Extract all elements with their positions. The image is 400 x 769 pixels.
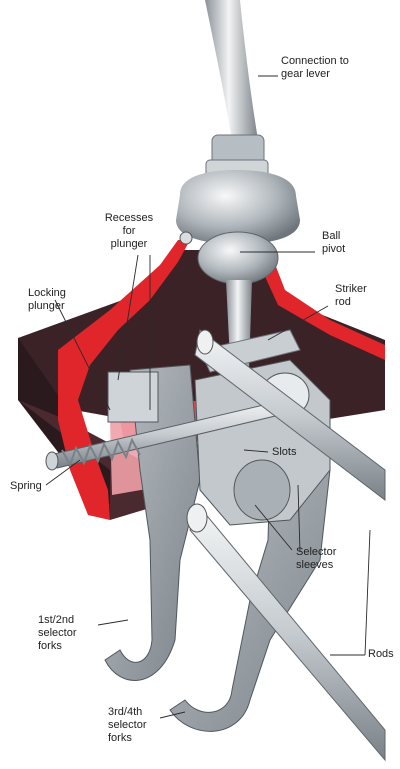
dome-cover <box>176 170 300 244</box>
leader-fork12 <box>97 619 129 626</box>
label-selector-sleeves: Selector sleeves <box>296 546 337 571</box>
leader-slots <box>243 449 269 453</box>
fork-1st-2nd <box>104 364 201 681</box>
ball-pivot <box>197 231 279 285</box>
locking-plunger <box>45 399 293 471</box>
leader-lines <box>45 75 371 719</box>
label-1st-2nd-selector-forks: 1st/2nd selector forks <box>38 614 77 652</box>
label-rods: Rods <box>368 648 394 660</box>
housing-cut-right <box>258 246 385 360</box>
label-3rd-4th-selector-forks: 3rd/4th selector forks <box>108 706 147 744</box>
label-spring: Spring <box>10 480 42 492</box>
leader-sleeves-2 <box>297 484 301 553</box>
gear-lever <box>205 0 269 185</box>
label-slots: Slots <box>272 446 297 458</box>
spring-coil <box>61 437 141 468</box>
leader-spring <box>45 459 81 486</box>
label-striker-rod: Striker rod <box>335 283 367 308</box>
rod-upper <box>194 329 386 502</box>
ball-pivot-assembly <box>176 170 300 285</box>
rods <box>186 329 386 762</box>
label-connection-to-gear-lever: Connection to gear lever <box>281 55 349 80</box>
label-locking-plunger: Locking plunger <box>28 287 66 312</box>
leader-rods-2 <box>364 529 371 656</box>
label-recesses-for-plunger: Recesses for plunger <box>104 212 154 250</box>
leader-locking <box>54 299 111 411</box>
leader-recesses <box>117 254 139 381</box>
leader-striker <box>267 305 329 341</box>
plunger-recess-screw <box>179 231 193 245</box>
leader-sleeves <box>254 504 293 551</box>
lever-shaft <box>205 0 258 140</box>
leader-fork34 <box>159 711 186 719</box>
label-ball-pivot: Ball pivot <box>322 230 346 255</box>
